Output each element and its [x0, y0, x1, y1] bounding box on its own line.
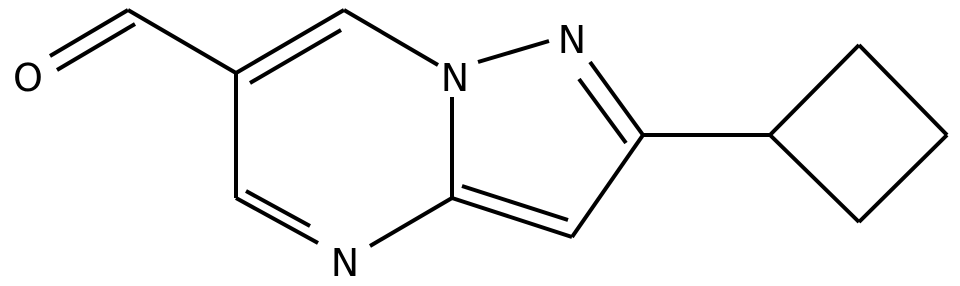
atom-label-aldehyde-oxygen: O: [13, 56, 43, 100]
bond-n4-c5-a: [235, 196, 319, 245]
bond-c-o-double-a: [48, 8, 130, 58]
aldehyde-group: [48, 8, 238, 75]
atom-label-bridgehead-nitrogen: N: [441, 56, 469, 100]
bond-c3-c3a-b: [461, 184, 569, 222]
bond-cho-ring: [126, 8, 238, 75]
pyrimidine-ring: [234, 8, 454, 248]
atom-label-pyrimidine-nitrogen: N: [331, 241, 359, 285]
bond-n2-c2-b: [577, 77, 628, 145]
bond-c6-c7: [234, 8, 346, 75]
bond-c3a-n4: [368, 196, 454, 248]
bond-c2-c3: [570, 133, 645, 239]
bond-cb3-cb4: [857, 133, 949, 224]
bond-cb4-cb1: [768, 133, 861, 224]
cyclobutyl-group: [643, 43, 949, 224]
bond-n1-n2: [477, 39, 550, 64]
bond-c6-c7-inner: [248, 28, 343, 85]
atom-label-pyrazole-nitrogen: N: [558, 18, 586, 62]
bond-cb1-cb2: [768, 43, 861, 137]
bond-cb2-cb3: [857, 43, 949, 137]
bond-n4-c5-b: [245, 189, 311, 228]
bond-c3-c3a-a: [451, 196, 573, 239]
bond-c-o-double-b: [55, 22, 137, 72]
bond-c7-n1: [342, 8, 440, 67]
bond-n2-c2-a: [588, 60, 645, 137]
pyrazole-ring: [451, 39, 645, 239]
